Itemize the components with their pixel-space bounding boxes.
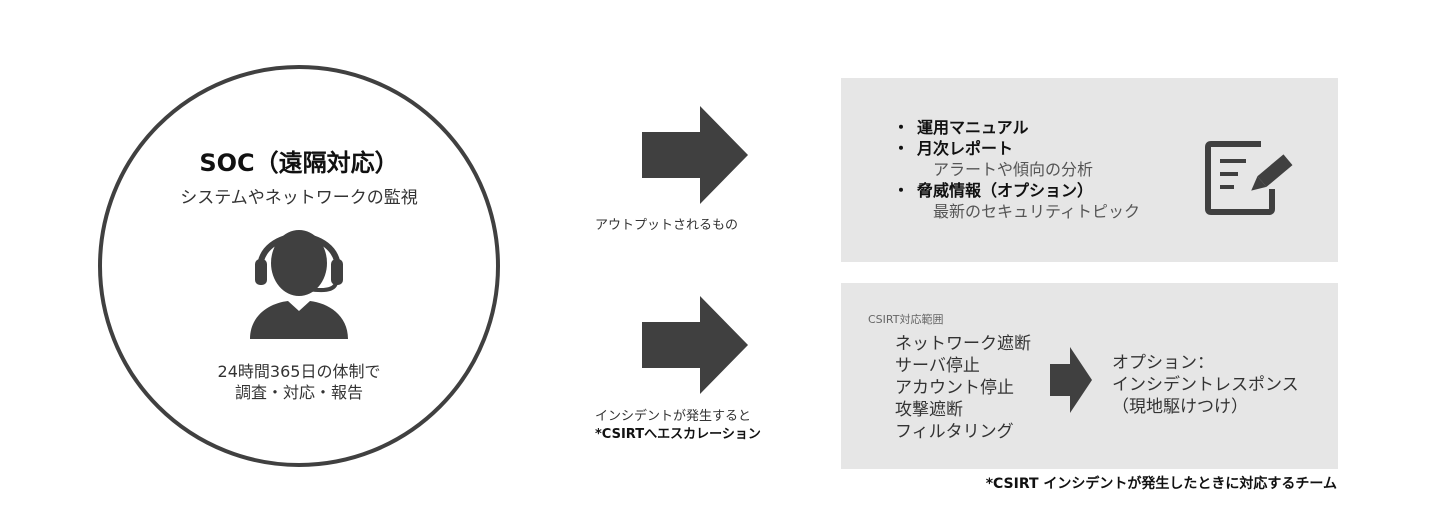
csirt-scope-label: CSIRT対応範囲 bbox=[868, 313, 944, 326]
output-item-label: 脅威情報（オプション） bbox=[917, 181, 1094, 200]
list-item: サーバ停止 bbox=[895, 356, 980, 376]
bullet: ・ bbox=[893, 139, 910, 158]
incident-label-line2: *CSIRTへエスカレーション bbox=[595, 427, 761, 442]
headset-operator-icon bbox=[250, 230, 348, 339]
outputs-panel bbox=[841, 78, 1338, 262]
arrow-right-icon bbox=[642, 106, 748, 204]
outputs-list: ・ 運用マニュアル ・ 月次レポート アラートや傾向の分析 ・ 脅威情報（オプシ… bbox=[893, 117, 1140, 222]
list-item: フィルタリング bbox=[895, 422, 1014, 442]
csirt-action-list: ネットワーク遮断 サーバ停止 アカウント停止 攻撃遮断 フィルタリング bbox=[895, 333, 1031, 443]
bullet: ・ bbox=[893, 181, 910, 200]
option-line2: インシデントレスポンス bbox=[1112, 375, 1299, 395]
soc-bottom-line2: 調査・対応・報告 bbox=[234, 383, 363, 402]
output-label: アウトプットされるもの bbox=[595, 218, 739, 233]
document-edit-icon bbox=[1205, 141, 1293, 215]
incident-label-line1: インシデントが発生すると bbox=[595, 409, 752, 424]
list-item: ・ 月次レポート bbox=[893, 138, 1140, 159]
soc-title: SOC（遠隔対応） bbox=[199, 149, 399, 177]
option-text: オプション： インシデントレスポンス （現地駆けつけ） bbox=[1112, 352, 1299, 418]
soc-circle bbox=[98, 65, 500, 467]
csirt-panel bbox=[841, 283, 1338, 469]
incident-label: インシデントが発生すると *CSIRTへエスカレーション bbox=[595, 408, 761, 444]
list-item: 攻撃遮断 bbox=[895, 400, 963, 420]
list-item: ネットワーク遮断 bbox=[895, 334, 1031, 354]
list-item: ・ 脅威情報（オプション） bbox=[893, 180, 1140, 201]
output-item-sub: アラートや傾向の分析 bbox=[933, 160, 1094, 179]
footnote: *CSIRT インシデントが発生したときに対応するチーム bbox=[985, 476, 1337, 492]
arrow-right-icon bbox=[1050, 347, 1092, 413]
output-item-label: 運用マニュアル bbox=[917, 118, 1029, 137]
output-item-sub: 最新のセキュリティトピック bbox=[933, 202, 1141, 221]
list-item: アカウント停止 bbox=[895, 378, 1014, 398]
soc-subtitle: システムやネットワークの監視 bbox=[180, 188, 418, 208]
list-item: ・ 運用マニュアル bbox=[893, 117, 1140, 138]
soc-bottom-text: 24時間365日の体制で 調査・対応・報告 bbox=[98, 361, 500, 403]
option-line1: オプション： bbox=[1112, 353, 1214, 373]
soc-bottom-line1: 24時間365日の体制で bbox=[217, 362, 381, 381]
output-item-label: 月次レポート bbox=[917, 139, 1014, 158]
bullet: ・ bbox=[893, 118, 910, 137]
option-line3: （現地駆けつけ） bbox=[1112, 397, 1248, 417]
arrow-right-icon bbox=[642, 296, 748, 394]
